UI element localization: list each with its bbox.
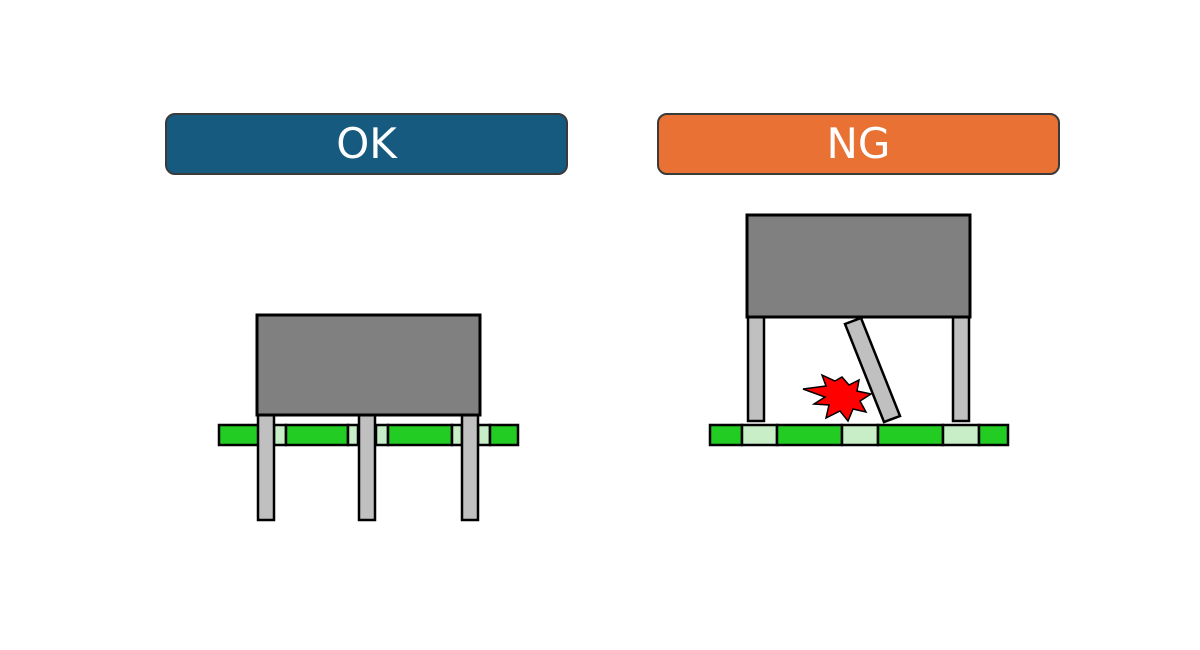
ng-board-hole bbox=[840, 423, 880, 447]
ng-lead-left bbox=[746, 313, 766, 423]
ng-illustration bbox=[708, 213, 1010, 447]
ng-label-text: NG bbox=[826, 119, 891, 168]
ng-board-pad bbox=[708, 423, 744, 447]
ok-board-pad bbox=[284, 423, 350, 447]
ok-board-hole bbox=[374, 423, 390, 447]
ok-board-pad bbox=[386, 423, 454, 447]
ng-board-pad bbox=[977, 423, 1010, 447]
ok-lead-middle bbox=[357, 411, 377, 522]
ng-board-pad bbox=[876, 423, 945, 447]
ng-circuit-board bbox=[708, 423, 1010, 447]
ok-label-box: OK bbox=[165, 113, 568, 175]
ng-label-box: NG bbox=[657, 113, 1060, 175]
ok-board-hole bbox=[346, 423, 360, 447]
ok-label-text: OK bbox=[336, 119, 397, 168]
impact-burst-icon bbox=[802, 373, 873, 423]
ok-lead-right bbox=[460, 411, 480, 522]
ng-board-pad bbox=[775, 423, 844, 447]
ok-board-pad bbox=[217, 423, 261, 447]
ok-illustration bbox=[217, 313, 520, 522]
ng-board-hole bbox=[941, 423, 981, 447]
ok-circuit-board bbox=[217, 423, 520, 447]
ok-board-hole bbox=[476, 423, 492, 447]
ng-lead-right bbox=[951, 313, 971, 423]
ok-board-hole bbox=[450, 423, 464, 447]
ng-lead-bent bbox=[843, 316, 902, 424]
ok-lead-left bbox=[256, 411, 276, 522]
ng-component-body bbox=[745, 213, 972, 319]
ok-component-body bbox=[255, 313, 482, 417]
ok-board-pad bbox=[488, 423, 520, 447]
ng-board-hole bbox=[740, 423, 779, 447]
ok-board-hole bbox=[272, 423, 288, 447]
